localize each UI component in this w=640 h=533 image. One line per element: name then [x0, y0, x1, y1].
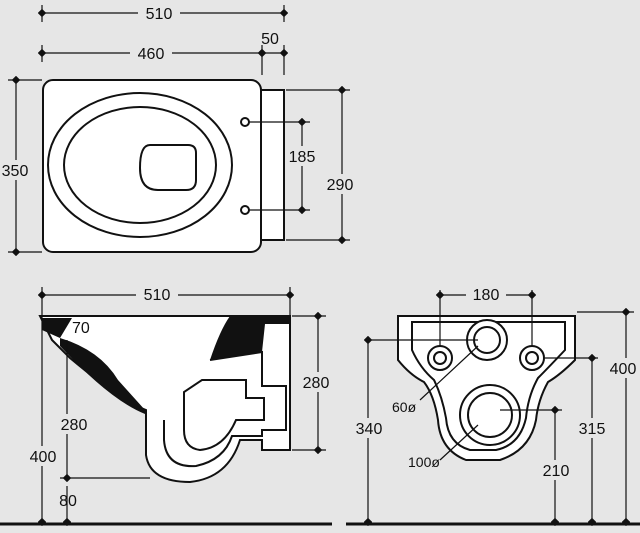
fixing-hole-bottom — [240, 205, 250, 215]
dim-rim-offset: 70 — [72, 320, 90, 337]
bowl-outline — [42, 79, 262, 253]
trap-wall — [60, 338, 145, 414]
dim-rear-overall-height: 400 — [610, 361, 637, 378]
bolt-hole-right — [519, 345, 545, 371]
rear-inner-outline — [411, 321, 566, 451]
leader-inlet — [419, 345, 479, 401]
leader-outlet — [439, 424, 479, 461]
dim-depth: 350 — [2, 163, 29, 180]
rear-view: 180 60ø 100ø 340 315 400 210 — [346, 284, 640, 527]
seat-outer — [47, 92, 233, 238]
dim-rear-offset: 50 — [261, 31, 279, 48]
dim-side-overall-height: 400 — [30, 449, 57, 466]
dim-inlet-diameter: 60ø — [392, 399, 417, 415]
dim-foot-offset: 80 — [59, 493, 77, 510]
dim-rear-height: 290 — [327, 177, 354, 194]
bolt-hole-left — [427, 345, 453, 371]
seat-inner — [63, 106, 217, 224]
top-section — [210, 316, 290, 360]
dim-width-bowl: 460 — [138, 46, 165, 63]
top-view: 510 460 50 350 185 290 — [0, 2, 358, 257]
outlet-inner — [183, 379, 265, 452]
dim-bolt-height: 315 — [579, 421, 606, 438]
bowl-hole — [138, 144, 197, 191]
dim-bolt-spacing: 180 — [473, 287, 500, 304]
rim-section — [42, 318, 72, 338]
outlet-pipe — [163, 350, 287, 468]
dim-outlet-height-rear: 210 — [543, 463, 570, 480]
side-view: 510 70 280 280 400 80 — [0, 284, 336, 527]
dim-side-length: 510 — [144, 287, 171, 304]
dim-width-overall: 510 — [146, 6, 173, 23]
dim-inlet-height: 340 — [356, 421, 383, 438]
dim-rim-height: 280 — [303, 375, 330, 392]
dim-outlet-height: 280 — [61, 417, 88, 434]
fixing-hole-top — [240, 117, 250, 127]
dim-fixing-spacing: 185 — [289, 149, 316, 166]
dim-outlet-diameter: 100ø — [408, 454, 440, 470]
